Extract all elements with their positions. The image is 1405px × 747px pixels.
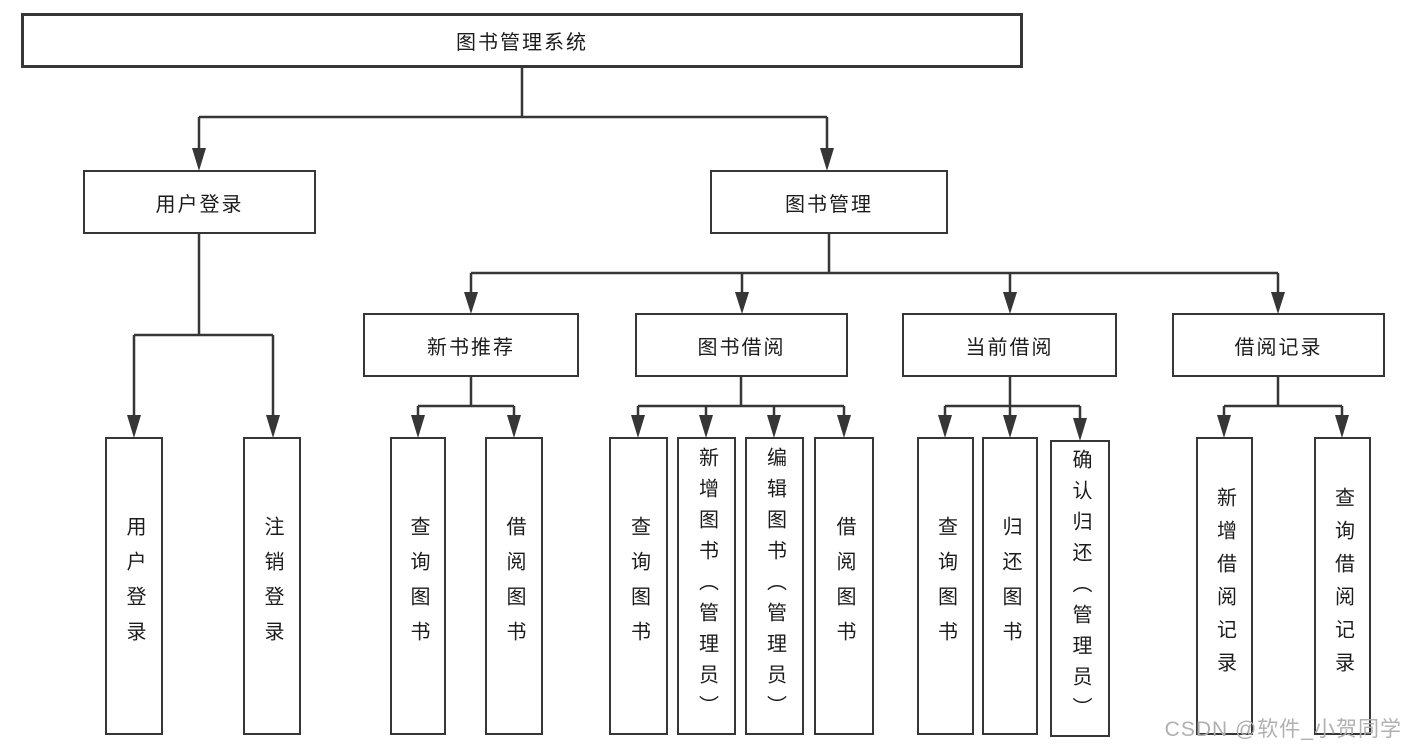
node-label: 新增借阅记录 (1213, 487, 1236, 685)
leaf-confirm-return-admin: 确认归还（管理员） (1050, 440, 1110, 737)
arrowheads (127, 148, 1349, 441)
node-label: 查询图书 (627, 516, 650, 656)
leaf-borrow-book: 借阅图书 (814, 437, 874, 735)
leaf-query-books-borrow: 查询图书 (609, 437, 668, 735)
node-label: 借阅记录 (1234, 336, 1323, 359)
node-label: 图书管理 (785, 193, 873, 216)
leaf-add-borrow-record: 新增借阅记录 (1196, 437, 1253, 735)
node-label: 图书管理系统 (456, 32, 588, 54)
node-label: 新增图书（管理员） (695, 446, 718, 726)
leaf-logout: 注销登录 (243, 437, 301, 735)
node-label: 查询图书 (934, 516, 957, 656)
connector-lines (132, 68, 1344, 420)
csdn-watermark: CSDN @软件_小贺同学 (1164, 718, 1402, 741)
leaf-query-books-current: 查询图书 (917, 437, 974, 735)
node-current-borrow: 当前借阅 (902, 313, 1117, 377)
node-label: 归还图书 (999, 516, 1021, 656)
leaf-user-login: 用户登录 (105, 437, 163, 735)
node-label: 当前借阅 (965, 336, 1054, 359)
node-book-management: 图书管理 (710, 170, 948, 234)
node-label: 图书借阅 (697, 336, 786, 359)
node-label: 用户登录 (155, 193, 244, 216)
node-label: 确认归还（管理员） (1069, 449, 1091, 728)
node-label: 注销登录 (261, 516, 283, 656)
node-book-borrow: 图书借阅 (635, 313, 848, 377)
node-label: 新书推荐 (427, 336, 515, 359)
leaf-return-book: 归还图书 (982, 437, 1038, 735)
node-label: 编辑图书（管理员） (763, 446, 786, 726)
node-user-login: 用户登录 (83, 170, 316, 234)
leaf-query-books-recommend: 查询图书 (390, 437, 446, 735)
leaf-query-borrow-record: 查询借阅记录 (1314, 437, 1371, 735)
leaf-borrow-book-recommend: 借阅图书 (485, 437, 543, 735)
node-borrow-records: 借阅记录 (1172, 313, 1385, 377)
node-label: 用户登录 (123, 516, 145, 656)
leaf-edit-book-admin: 编辑图书（管理员） (745, 437, 804, 735)
node-label: 查询图书 (407, 516, 429, 656)
node-library-management-system: 图书管理系统 (21, 13, 1023, 68)
leaf-add-book-admin: 新增图书（管理员） (677, 437, 736, 735)
node-label: 借阅图书 (833, 516, 855, 656)
node-new-book-recommend: 新书推荐 (363, 313, 579, 377)
node-label: 查询借阅记录 (1331, 487, 1354, 685)
node-label: 借阅图书 (503, 516, 525, 656)
